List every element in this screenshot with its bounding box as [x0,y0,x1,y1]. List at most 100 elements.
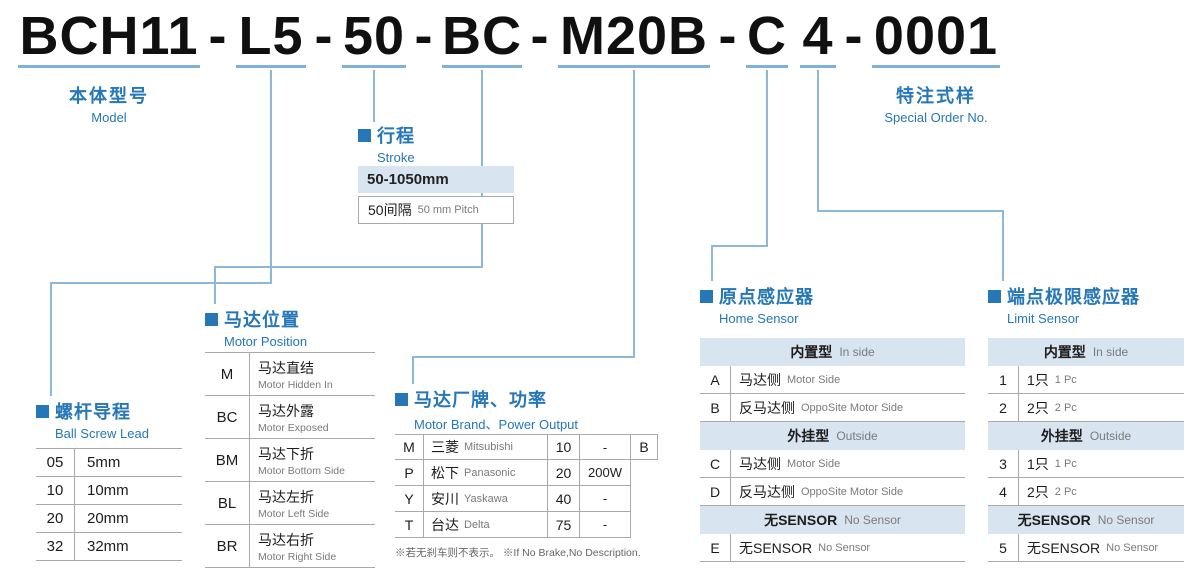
code-cell: M [205,353,250,395]
value-cell: 2只 2 Pc [1019,478,1077,505]
code-cell: 32 [36,533,75,560]
section-bullet-icon [395,392,408,406]
model-separator: - [314,6,334,66]
value-cell: 马达侧 Motor Side [731,366,840,393]
code-cell: C [700,450,731,477]
connector-line-homesensor-v1 [766,70,768,247]
connector-line-lead-h [50,282,272,284]
code-cell: E [700,534,731,561]
brand-zh: 松下 [431,464,459,481]
value-zh: 反马达侧 [739,483,795,500]
model-segment-body: BCH11 [18,6,200,68]
connector-line-stroke [373,70,375,122]
brand-cell: 台达 Delta [423,512,547,538]
brand-cell: 松下 Panasonic [423,460,547,486]
value-en: 2 Pc [1054,401,1077,414]
group-header-zh: 外挂型 [1040,428,1083,444]
value-zh: 无SENSOR [739,539,813,556]
brand-en: Mitsubishi [464,441,513,453]
ball-screw-lead-section-title: 螺杆导程 Ball Screw Lead [36,398,149,441]
value-zh: 无SENSOR [1027,539,1101,556]
group-header-zh: 无SENSOR [1017,512,1091,528]
code-cell: 1 [988,366,1019,393]
connector-line-motorpos-v2 [214,266,216,304]
motor-position-table: M 马达直结 Motor Hidden In BC 马达外露 Motor Exp… [205,352,375,568]
code-cell: 5 [988,534,1019,561]
table-group-header: 外挂型 Outside [700,422,965,450]
ball-screw-lead-title-en: Ball Screw Lead [55,426,149,441]
group-header-en: Outside [1089,429,1132,443]
table-row: M 三菱 Mitsubishi 10 - B [395,434,658,460]
table-row: 5 无SENSOR No Sensor [988,534,1184,562]
model-separator: - [414,6,434,66]
connector-line-lead-v2 [50,282,52,396]
power-code-cell: 10 [547,434,579,460]
code-cell: 3 [988,450,1019,477]
power-code-cell: 20 [547,460,579,486]
stroke-range-box: 50-1050mm [358,166,514,193]
brake-cell: B [631,434,658,460]
table-row: 05 5mm [36,448,182,477]
value-zh: 1只 [1027,371,1049,388]
value-zh: 2只 [1027,399,1049,416]
stroke-pitch-en: 50 mm Pitch [417,204,479,216]
table-group-header: 内置型 In side [988,338,1184,366]
table-row: 3 1只 1 Pc [988,450,1184,478]
brand-cell: 三菱 Mitsubishi [423,434,547,460]
table-row: B 反马达侧 OppoSite Motor Side [700,394,965,422]
connector-line-limitsensor-h [817,210,1004,212]
table-row: 10 10mm [36,477,182,505]
motor-brand-section-title: 马达厂牌、功率 Motor Brand、Power Output [395,386,578,433]
group-header-zh: 内置型 [1043,344,1086,360]
code-cell: 10 [36,477,75,504]
group-header-en: Outside [836,429,878,443]
code-cell: D [700,478,731,505]
value-zh: 马达侧 [739,371,781,388]
group-header-en: No Sensor [1097,513,1155,527]
value-cell: 马达左折 Motor Left Side [250,482,329,524]
code-cell: BM [205,439,250,481]
table-row: 2 2只 2 Pc [988,394,1184,422]
model-segment-limit-sensor: 4 [800,8,836,68]
value-zh: 马达直结 [258,359,314,376]
table-row: BC 马达外露 Motor Exposed [205,396,375,439]
section-bullet-icon [988,289,1001,303]
power-value-cell: - [579,434,631,460]
group-header-zh: 无SENSOR [764,512,838,528]
model-label: 本体型号 Model [39,82,179,125]
table-row: 1 1只 1 Pc [988,366,1184,394]
limit-sensor-title-zh: 端点极限感应器 [1007,287,1140,307]
limit-sensor-table: 内置型 In side 1 1只 1 Pc 2 2只 2 Pc 外挂型 Outs… [988,338,1184,562]
brand-zh: 三菱 [431,439,459,455]
model-label-zh: 本体型号 [69,86,149,106]
value-en: No Sensor [818,541,871,554]
table-group-header: 外挂型 Outside [988,422,1184,450]
special-order-label-en: Special Order No. [884,110,988,125]
motor-brand-title-en: Motor Brand、Power Output [414,417,579,432]
power-value-cell: - [579,512,631,538]
value-en: Motor Bottom Side [258,464,345,477]
section-bullet-icon [205,312,218,326]
code-cell: P [395,460,423,486]
value-cell: 20mm [87,510,129,527]
table-row: E 无SENSOR No Sensor [700,534,965,562]
code-cell: T [395,512,423,538]
code-cell: 2 [988,394,1019,421]
value-cell: 马达侧 Motor Side [731,450,840,477]
special-order-label-zh: 特注式样 [896,86,976,106]
special-order-label: 特注式样 Special Order No. [851,82,1021,125]
value-cell: 32mm [87,538,129,555]
code-cell: 20 [36,505,75,532]
table-group-header: 无SENSOR No Sensor [700,506,965,534]
code-cell: B [700,394,731,421]
power-code-cell: 40 [547,486,579,512]
table-group-header: 无SENSOR No Sensor [988,506,1184,534]
value-zh: 2只 [1027,483,1049,500]
brand-en: Yaskawa [464,492,508,505]
value-en: OppoSite Motor Side [801,401,904,414]
power-value-cell: - [579,486,631,512]
value-cell: 5mm [87,454,121,471]
table-row: C 马达侧 Motor Side [700,450,965,478]
code-cell: 4 [988,478,1019,505]
motor-brand-table: M 三菱 Mitsubishi 10 - B P 松下 Panasonic 20… [395,434,658,538]
